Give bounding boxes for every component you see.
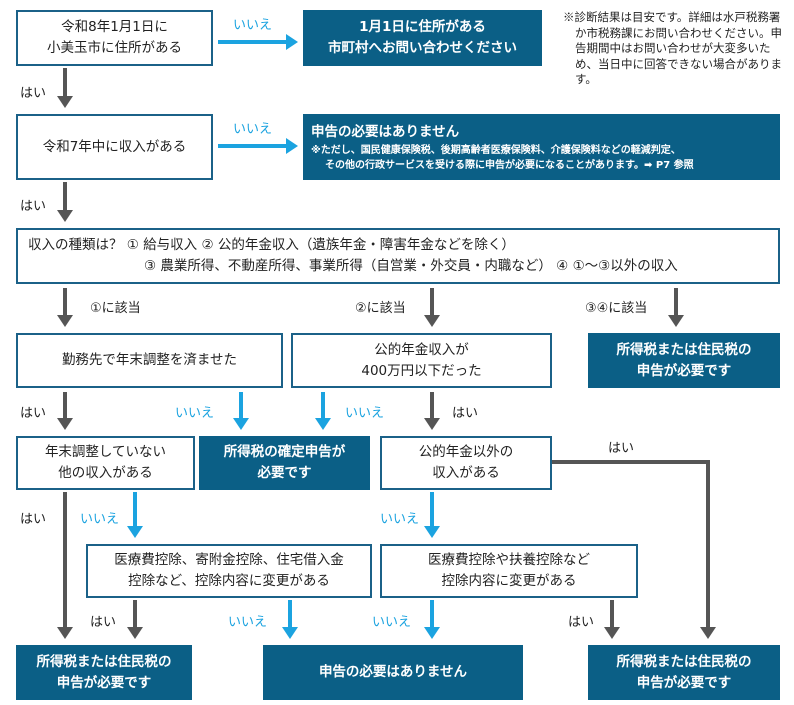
yes-arrow [57, 392, 73, 430]
no-arrow [315, 392, 331, 430]
r2-title: 申告の必要はありません [311, 123, 460, 140]
label-case-2: ②に該当 [355, 301, 406, 316]
label-yes: はい [452, 406, 479, 421]
no-arrow [127, 492, 143, 538]
label-no: いいえ [372, 615, 412, 630]
q3-line1: 収入の種類は？ ① 給与収入 ② 公的年金収入（遺族年金・障害年金などを除く） [28, 237, 515, 253]
label-case-1: ①に該当 [90, 301, 141, 316]
result-tax-return-required: 所得税の確定申告が必要です [199, 436, 370, 490]
label-case-34: ③④に該当 [585, 301, 648, 316]
q1-line1: 令和8年1月1日に [61, 19, 168, 35]
q9-line2: 収入がある [432, 465, 500, 481]
label-yes: はい [20, 512, 47, 527]
no-arrow [218, 34, 298, 50]
disclaimer-note: ※診断結果は目安です。詳細は水戸税務署か市税務課にお問い合わせください。申告期間… [563, 10, 782, 86]
result-filing-required-3: 所得税または住民税の申告が必要です [588, 645, 780, 700]
label-no: いいえ [233, 122, 273, 137]
yes-arrow [57, 68, 73, 108]
yes-arrow [424, 288, 440, 327]
question-deduction-change-1: 医療費控除、寄附金控除、住宅借入金控除など、控除内容に変更がある [86, 544, 372, 598]
label-no: いいえ [228, 615, 268, 630]
q7-line1: 年末調整していない [44, 444, 167, 460]
q7-line2: 他の収入がある [58, 465, 153, 481]
q4-text: 勤務先で年末調整を済ませた [61, 352, 238, 368]
yes-arrow [424, 392, 440, 430]
rneed2-line2: 申告が必要です [56, 674, 152, 691]
yes-arrow [57, 492, 73, 639]
r1-line1: 1月1日に住所がある [359, 19, 486, 35]
question-year-end-adjustment: 勤務先で年末調整を済ませた [16, 333, 283, 388]
label-no: いいえ [80, 512, 120, 527]
result-no-filing-note: 申告の必要はありません ※ただし、国民健康保険税、後期高齢者医療保険料、介護保険… [303, 114, 780, 180]
result-filing-required-2: 所得税または住民税の申告が必要です [16, 645, 192, 700]
rnone-text: 申告の必要はありません [318, 664, 468, 680]
rneed3-line1: 所得税または住民税の [616, 653, 752, 670]
no-arrow [424, 600, 440, 639]
no-arrow [233, 392, 249, 430]
label-yes: はい [568, 615, 595, 630]
no-arrow [424, 492, 440, 538]
yes-arrow [604, 600, 620, 639]
yes-arrow [57, 182, 73, 222]
rneed1-line1: 所得税または住民税の [616, 341, 752, 358]
q11-line1: 医療費控除や扶養控除など [428, 552, 590, 568]
q10-line1: 医療費控除、寄附金控除、住宅借入金 [114, 552, 344, 568]
label-yes: はい [608, 441, 635, 456]
r2-sub2: その他の行政サービスを受ける際に申告が必要になることがあります。➡ P7 参照 [325, 159, 694, 171]
r8-line2: 必要です [257, 465, 312, 481]
yes-arrow [127, 600, 143, 639]
no-arrow [218, 138, 298, 154]
question-income: 令和7年中に収入がある [16, 114, 213, 180]
r1-line2: 市町村へお問い合わせください [328, 40, 517, 56]
label-yes: はい [20, 406, 47, 421]
label-yes: はい [90, 615, 117, 630]
label-yes: はい [20, 86, 47, 101]
question-residence: 令和8年1月1日に小美玉市に住所がある [16, 10, 213, 66]
q5-line1: 公的年金収入が [374, 341, 469, 358]
label-no: いいえ [345, 406, 385, 421]
label-no: いいえ [233, 18, 273, 33]
label-yes: はい [20, 199, 47, 214]
q3-line2: ③ 農業所得、不動産所得、事業所得（自営業・外交員・内職など） ④ ①〜③以外の… [144, 258, 678, 274]
yes-arrow [57, 288, 73, 327]
rneed1-line2: 申告が必要です [636, 362, 732, 379]
yes-arrow [668, 288, 684, 327]
result-contact-municipality: 1月1日に住所がある市町村へお問い合わせください [303, 10, 542, 66]
question-non-pension-income: 公的年金以外の収入がある [380, 436, 552, 490]
yes-arrow [552, 460, 716, 639]
q11-line2: 控除内容に変更がある [441, 573, 577, 589]
result-filing-required-1: 所得税または住民税の申告が必要です [588, 333, 780, 388]
q9-line1: 公的年金以外の [418, 444, 514, 460]
label-no: いいえ [175, 406, 215, 421]
q1-line2: 小美玉市に住所がある [47, 40, 182, 56]
r2-sub1: ※ただし、国民健康保険税、後期高齢者医療保険料、介護保険料などの軽減判定、 [311, 144, 681, 156]
question-deduction-change-2: 医療費控除や扶養控除など控除内容に変更がある [380, 544, 638, 598]
result-no-filing: 申告の必要はありません [263, 645, 523, 700]
question-income-type: 収入の種類は？ ① 給与収入 ② 公的年金収入（遺族年金・障害年金などを除く） ③… [16, 228, 780, 284]
label-no: いいえ [380, 512, 420, 527]
no-arrow [282, 600, 298, 639]
q2-text: 令和7年中に収入がある [42, 138, 187, 155]
q5-line2: 400万円以下だった [361, 362, 482, 379]
r8-line1: 所得税の確定申告が [223, 444, 346, 460]
question-other-income: 年末調整していない他の収入がある [16, 436, 195, 490]
question-pension-under-4m: 公的年金収入が 400万円以下だった [291, 333, 552, 388]
rneed3-line2: 申告が必要です [636, 674, 732, 691]
q10-line2: 控除など、控除内容に変更がある [128, 573, 330, 589]
rneed2-line1: 所得税または住民税の [36, 653, 172, 670]
